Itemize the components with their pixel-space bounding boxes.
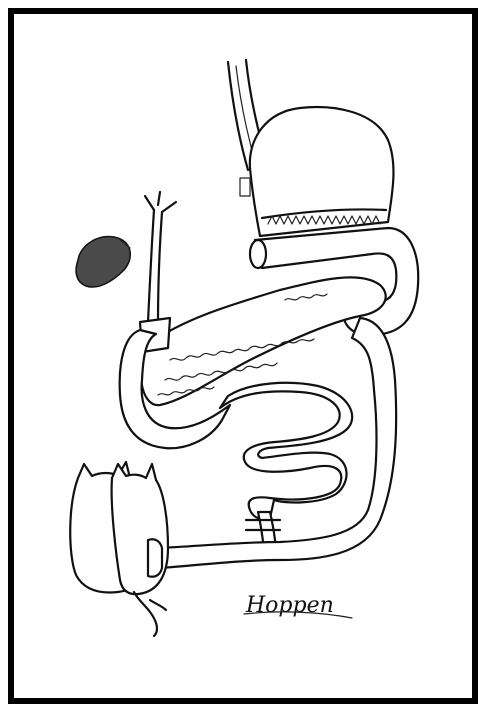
jejunum-icon <box>220 383 352 555</box>
gallbladder-icon <box>76 237 130 288</box>
signature: Hoppen <box>244 593 352 618</box>
stomach-icon <box>240 107 393 236</box>
signature-text: Hoppen <box>245 593 334 618</box>
cat-icon <box>70 462 168 636</box>
bile-duct-icon <box>140 192 176 352</box>
